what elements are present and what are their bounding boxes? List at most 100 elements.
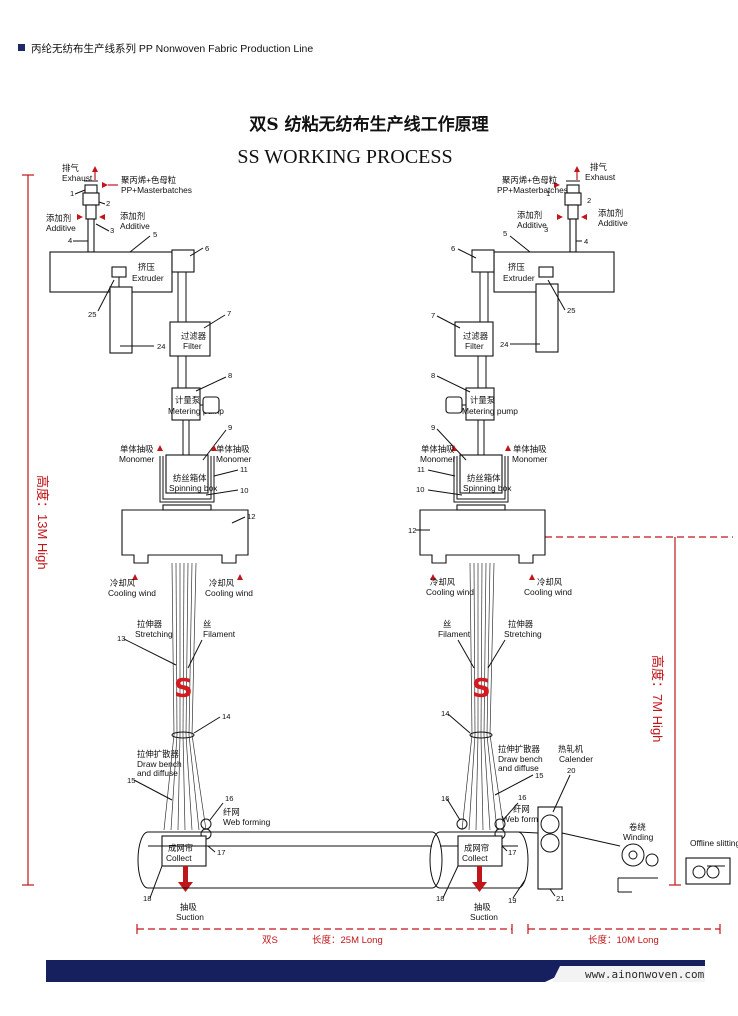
monomer-left-label-en: Monomer bbox=[119, 454, 155, 464]
stretch-left-label-cn: 拉伸器 bbox=[137, 619, 163, 629]
metering-pump-box-right bbox=[465, 387, 495, 421]
callout-2-right: 2 bbox=[587, 196, 591, 205]
callout-25-right: 25 bbox=[567, 306, 575, 315]
collect-left-label-en: Collect bbox=[166, 853, 192, 863]
additive-left-arrow-icon bbox=[77, 214, 83, 220]
monomer-r2-arrow-icon bbox=[505, 445, 511, 451]
additive-right-label-en: Additive bbox=[120, 221, 150, 231]
callout-8-right: 8 bbox=[431, 371, 435, 380]
finishing-section: 热轧机 Calender 20 21 卷绕 Winding Offline sl… bbox=[517, 744, 738, 903]
cooling-right-label-cn: 冷却风 bbox=[209, 578, 235, 588]
callout-17: 17 bbox=[217, 848, 225, 857]
callout-1: 1 bbox=[70, 189, 74, 198]
length-left-prefix: 双S bbox=[262, 935, 278, 946]
cooling-right-label-en: Cooling wind bbox=[205, 588, 253, 598]
draw-left-label-en2: and diffuse bbox=[137, 768, 178, 778]
filament-left-label-en: Filament bbox=[203, 629, 236, 639]
spinning-box bbox=[165, 454, 209, 494]
calender-frame bbox=[537, 806, 563, 890]
callout-8: 8 bbox=[228, 371, 232, 380]
callout-9-right: 9 bbox=[431, 423, 435, 432]
callout-7: 7 bbox=[227, 309, 231, 318]
callout-19: 19 bbox=[508, 896, 516, 905]
pump-label-cn: 计量泵 bbox=[175, 395, 201, 405]
length-dimensions: 双S 长度：25M Long 长度：10M Long bbox=[136, 924, 721, 946]
length-left-label: 长度：25M Long bbox=[312, 934, 383, 946]
filter-right-label-en: Filter bbox=[465, 341, 484, 351]
callout-14-right: 14 bbox=[441, 709, 449, 718]
additive-r1-label-cn: 添加剂 bbox=[517, 210, 542, 220]
pp-label-en: PP+Masterbatches bbox=[121, 185, 192, 195]
pp-right-label-en: PP+Masterbatches bbox=[497, 185, 568, 195]
additive-right-arrow-icon bbox=[99, 214, 105, 220]
callout-17-right: 17 bbox=[508, 848, 516, 857]
callout-5: 5 bbox=[153, 230, 157, 239]
callout-18-right: 18 bbox=[436, 894, 444, 903]
filter-right-label-cn: 过滤器 bbox=[463, 331, 489, 341]
draw-left-label-en1: Draw bench bbox=[137, 759, 182, 769]
title-english: SS WORKING PROCESS bbox=[237, 146, 452, 168]
callout-6-right: 6 bbox=[451, 244, 455, 253]
callout-11-right: 11 bbox=[417, 465, 425, 474]
suction-left-label-cn: 抽吸 bbox=[180, 902, 197, 912]
suction-left-arrow-icon bbox=[178, 882, 193, 892]
monomer-r2-label-en: Monomer bbox=[512, 454, 548, 464]
additive-r2-label-en: Additive bbox=[598, 218, 628, 228]
monomer-r2-label-cn: 单体抽吸 bbox=[513, 444, 547, 454]
spin-right-label-cn: 纺丝箱体 bbox=[467, 473, 501, 483]
callout-15: 15 bbox=[127, 776, 135, 785]
extruder-label-en: Extruder bbox=[132, 273, 164, 283]
callout-25: 25 bbox=[88, 310, 96, 319]
callout-16: 16 bbox=[225, 794, 233, 803]
filament-left-label-cn: 丝 bbox=[203, 619, 211, 629]
callout-10: 10 bbox=[240, 486, 248, 495]
height-dimension-right: 高度：7M High bbox=[545, 536, 733, 886]
callout-12-right: 12 bbox=[408, 526, 416, 535]
s-mark-left: S bbox=[174, 674, 193, 704]
callout-10-right: 10 bbox=[416, 485, 424, 494]
draw-right-label-en1: Draw bench bbox=[498, 754, 543, 764]
spinning-box-right bbox=[459, 454, 503, 494]
winding-label-cn: 卷绕 bbox=[629, 822, 646, 832]
cooling-r2-label-en: Cooling wind bbox=[524, 587, 572, 597]
draw-right-label-cn: 拉伸扩散器 bbox=[498, 744, 540, 754]
spin-label-en: Spinning box bbox=[169, 483, 218, 493]
suction-right-label-cn: 抽吸 bbox=[474, 902, 491, 912]
collect-right-label-cn: 成网帘 bbox=[464, 843, 489, 853]
spin-label-cn: 纺丝箱体 bbox=[173, 473, 207, 483]
additive-left-label-en: Additive bbox=[46, 223, 76, 233]
monomer-r1-arrow-icon bbox=[451, 445, 457, 451]
exhaust-label-cn: 排气 bbox=[62, 163, 79, 173]
callout-24-right: 24 bbox=[500, 340, 508, 349]
cooling-left-label-en: Cooling wind bbox=[108, 588, 156, 598]
additive-right-label-cn: 添加剂 bbox=[120, 211, 145, 221]
callout-16-left-right: 16 bbox=[441, 794, 449, 803]
exhaust-right-label-en: Exhaust bbox=[585, 172, 616, 182]
web-right-label-cn: 纤网 bbox=[513, 804, 530, 814]
callout-3-right: 3 bbox=[544, 225, 548, 234]
cooling-r1-arrow-icon bbox=[430, 574, 436, 580]
extruder-label-cn: 挤压 bbox=[138, 262, 155, 272]
stretch-left-label-en: Stretching bbox=[135, 629, 173, 639]
callout-5-right: 5 bbox=[503, 229, 507, 238]
collect-left-label-cn: 成网帘 bbox=[168, 843, 193, 853]
header-bullet-icon bbox=[18, 44, 25, 51]
height-left-label: 高度：13M High bbox=[35, 475, 50, 570]
left-production-line: 排气 Exhaust 聚丙烯+色母粒 PP+Masterbatches 1 2 … bbox=[46, 163, 271, 922]
web-left-label-cn: 纤网 bbox=[223, 807, 240, 817]
title-chinese: 双S 纺粘无纺布生产线工作原理 bbox=[249, 114, 488, 135]
cooling-r2-label-cn: 冷却风 bbox=[537, 577, 563, 587]
cooling-right-arrow-icon bbox=[237, 574, 243, 580]
callout-1-right: 1 bbox=[546, 189, 550, 198]
exhaust-arrow-icon bbox=[92, 166, 98, 172]
filter-label-cn: 过滤器 bbox=[181, 331, 207, 341]
filament-right-label-en: Filament bbox=[438, 629, 471, 639]
cooling-r1-label-en: Cooling wind bbox=[426, 587, 474, 597]
suction-left-label-en: Suction bbox=[176, 912, 204, 922]
callout-6: 6 bbox=[205, 244, 209, 253]
filter-box bbox=[169, 321, 211, 357]
callout-2: 2 bbox=[106, 199, 110, 208]
header-text: 丙纶无纺布生产线系列 PP Nonwoven Fabric Production… bbox=[31, 42, 313, 55]
monomer-right-label-en: Monomer bbox=[216, 454, 252, 464]
callout-9: 9 bbox=[228, 423, 232, 432]
